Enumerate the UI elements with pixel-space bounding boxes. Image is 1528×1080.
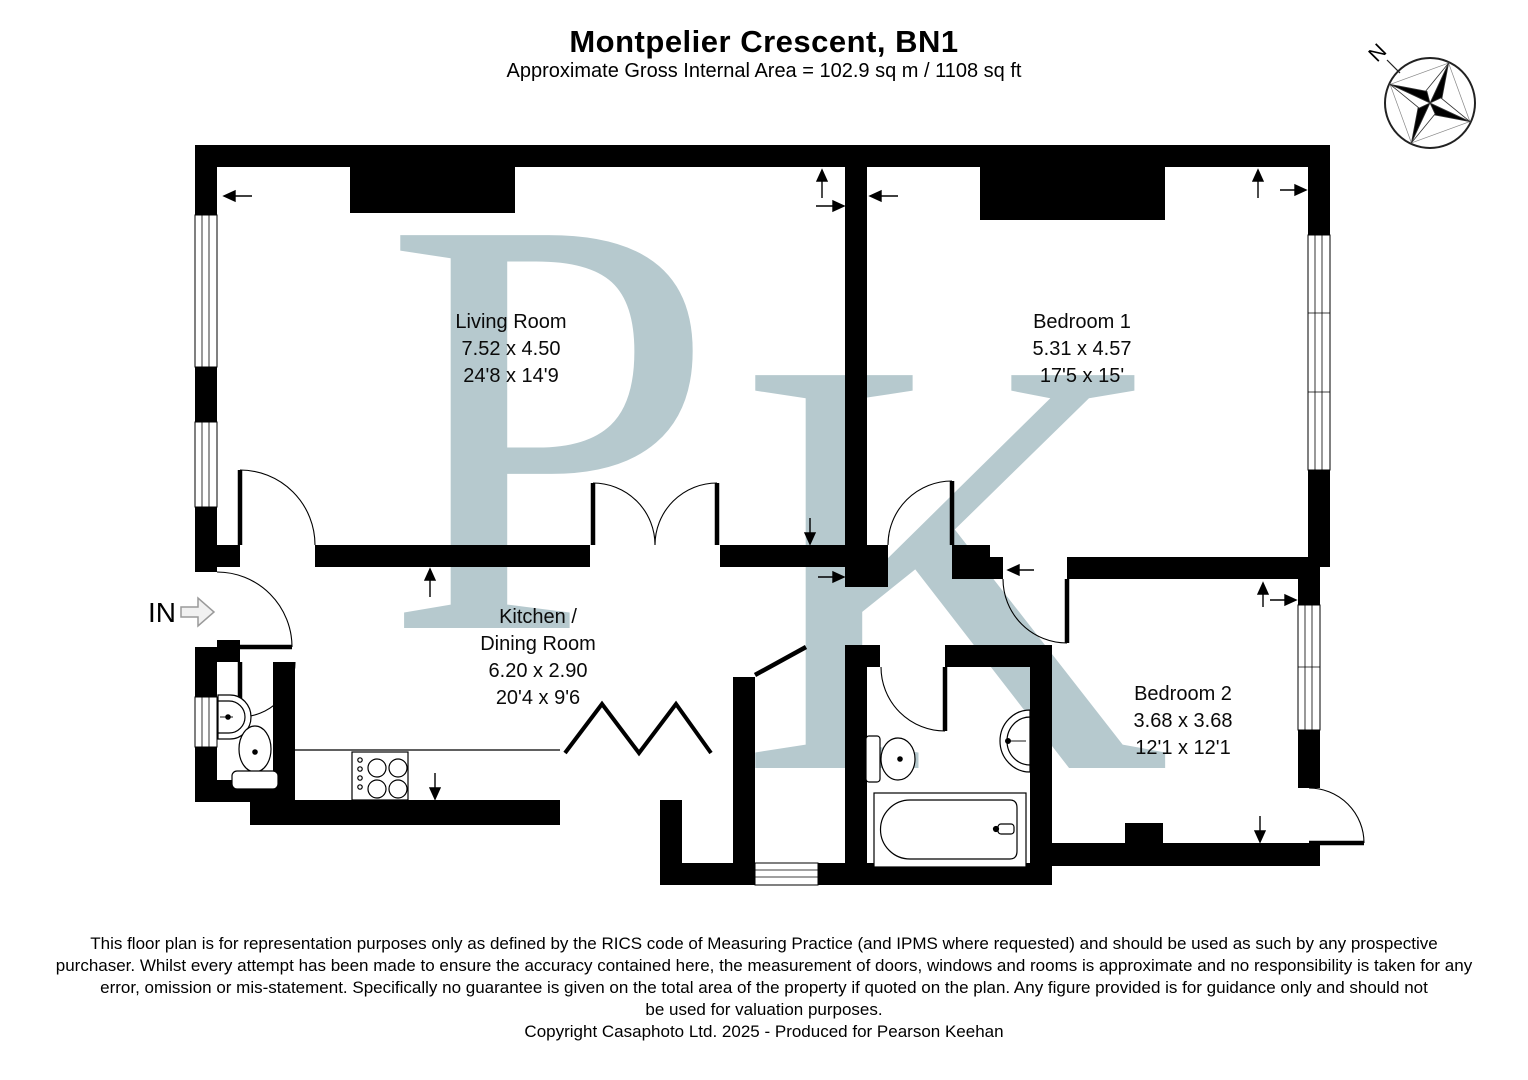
dimension-arrow (1251, 168, 1265, 198)
dimension-arrow (818, 570, 846, 584)
room-labels: Living Room 7.52 x 4.50 24'8 x 14'9 Bedr… (455, 311, 1232, 759)
svg-text:6.20 x 2.90: 6.20 x 2.90 (489, 660, 588, 682)
window-living-left-1 (194, 214, 218, 368)
chimney-breast-bedroom2 (1125, 823, 1163, 843)
footer-disclaimer-line: purchaser. Whilst every attempt has been… (55, 956, 1473, 975)
svg-text:Bedroom 2: Bedroom 2 (1134, 683, 1232, 705)
dimension-arrow (1256, 581, 1270, 607)
room-label-bedroom2: Bedroom 2 3.68 x 3.68 12'1 x 12'1 (1134, 683, 1233, 759)
footer-disclaimer-line: be used for valuation purposes. (645, 1000, 883, 1019)
svg-text:3.68 x 3.68: 3.68 x 3.68 (1134, 710, 1233, 732)
svg-text:Kitchen /: Kitchen / (499, 606, 577, 628)
entrance-arrow-icon (180, 596, 216, 628)
bifold-doors-kitchen (563, 700, 713, 757)
dimension-arrow (815, 168, 829, 198)
dimension-arrow (423, 567, 437, 597)
window-living-left-2 (194, 421, 218, 508)
chimney-breast-bedroom1 (980, 165, 1165, 220)
wc-sink-icon (217, 694, 252, 740)
room-label-kitchen: Kitchen / Dining Room 6.20 x 2.90 20'4 x… (480, 606, 596, 709)
door-leaf-hall-angled (753, 645, 808, 677)
svg-text:17'5 x 15': 17'5 x 15' (1040, 365, 1124, 387)
room-label-bedroom1: Bedroom 1 5.31 x 4.57 17'5 x 15' (1033, 311, 1132, 387)
door-arc-double-left (592, 482, 656, 546)
door-arc-bathroom (880, 666, 946, 732)
dimension-arrow (222, 189, 252, 203)
kitchen-fixtures (295, 749, 560, 801)
dimension-arrow (1253, 816, 1267, 844)
footer: This floor plan is for representation pu… (0, 933, 1528, 1043)
entrance: IN (148, 596, 216, 628)
room-label-living: Living Room 7.52 x 4.50 24'8 x 14'9 (455, 311, 566, 387)
window-bedroom2-right (1297, 604, 1321, 731)
svg-text:Bedroom 1: Bedroom 1 (1033, 311, 1131, 333)
dimension-arrows (222, 168, 1308, 844)
chimney-breast-living (350, 165, 515, 213)
bathroom-toilet-icon (865, 735, 916, 783)
wc-fixtures (217, 694, 279, 790)
door-arc-bedroom2 (1002, 578, 1068, 644)
bathroom-sink-icon (999, 709, 1031, 773)
dimension-arrow (428, 773, 442, 801)
door-arc-bedroom2-exterior (1308, 787, 1365, 844)
dimension-arrow (1280, 183, 1308, 197)
door-arc-living (239, 469, 316, 546)
window-wc (194, 696, 218, 748)
window-bedroom1-right (1307, 234, 1331, 471)
svg-text:12'1 x 12'1: 12'1 x 12'1 (1135, 737, 1231, 759)
door-arcs (216, 469, 1365, 844)
bathroom-fixtures (865, 709, 1031, 868)
dimension-arrow (1270, 593, 1298, 607)
bath-icon (873, 792, 1027, 868)
svg-text:5.31 x 4.57: 5.31 x 4.57 (1033, 338, 1132, 360)
footer-disclaimer-line: error, omission or mis-statement. Specif… (100, 978, 1428, 997)
windows (194, 214, 1331, 886)
wall-living-bedroom1 (845, 165, 867, 545)
svg-text:24'8 x 14'9: 24'8 x 14'9 (463, 365, 559, 387)
page-subtitle: Approximate Gross Internal Area = 102.9 … (506, 60, 1022, 82)
hob-icon (351, 751, 409, 801)
dimension-arrow (1006, 563, 1034, 577)
dimension-arrow (803, 518, 817, 546)
compass-icon: N (1364, 40, 1476, 149)
svg-text:Dining Room: Dining Room (480, 633, 596, 655)
footer-copyright: Copyright Casaphoto Ltd. 2025 - Produced… (524, 1022, 1004, 1041)
svg-text:20'4 x 9'6: 20'4 x 9'6 (496, 687, 580, 709)
dimension-arrow (868, 189, 898, 203)
entrance-label: IN (148, 597, 176, 628)
svg-text:7.52 x 4.50: 7.52 x 4.50 (462, 338, 561, 360)
window-utility-bottom (754, 862, 819, 886)
page-title: Montpelier Crescent, BN1 (569, 24, 959, 59)
door-arc-bedroom1 (887, 480, 953, 546)
svg-text:Living Room: Living Room (455, 311, 566, 333)
footer-disclaimer-line: This floor plan is for representation pu… (90, 934, 1438, 953)
wc-toilet-icon (231, 725, 279, 790)
door-arc-entrance (216, 571, 293, 648)
door-leaves (217, 470, 1364, 846)
dimension-arrow (816, 199, 846, 213)
door-arc-double-right (654, 482, 718, 546)
